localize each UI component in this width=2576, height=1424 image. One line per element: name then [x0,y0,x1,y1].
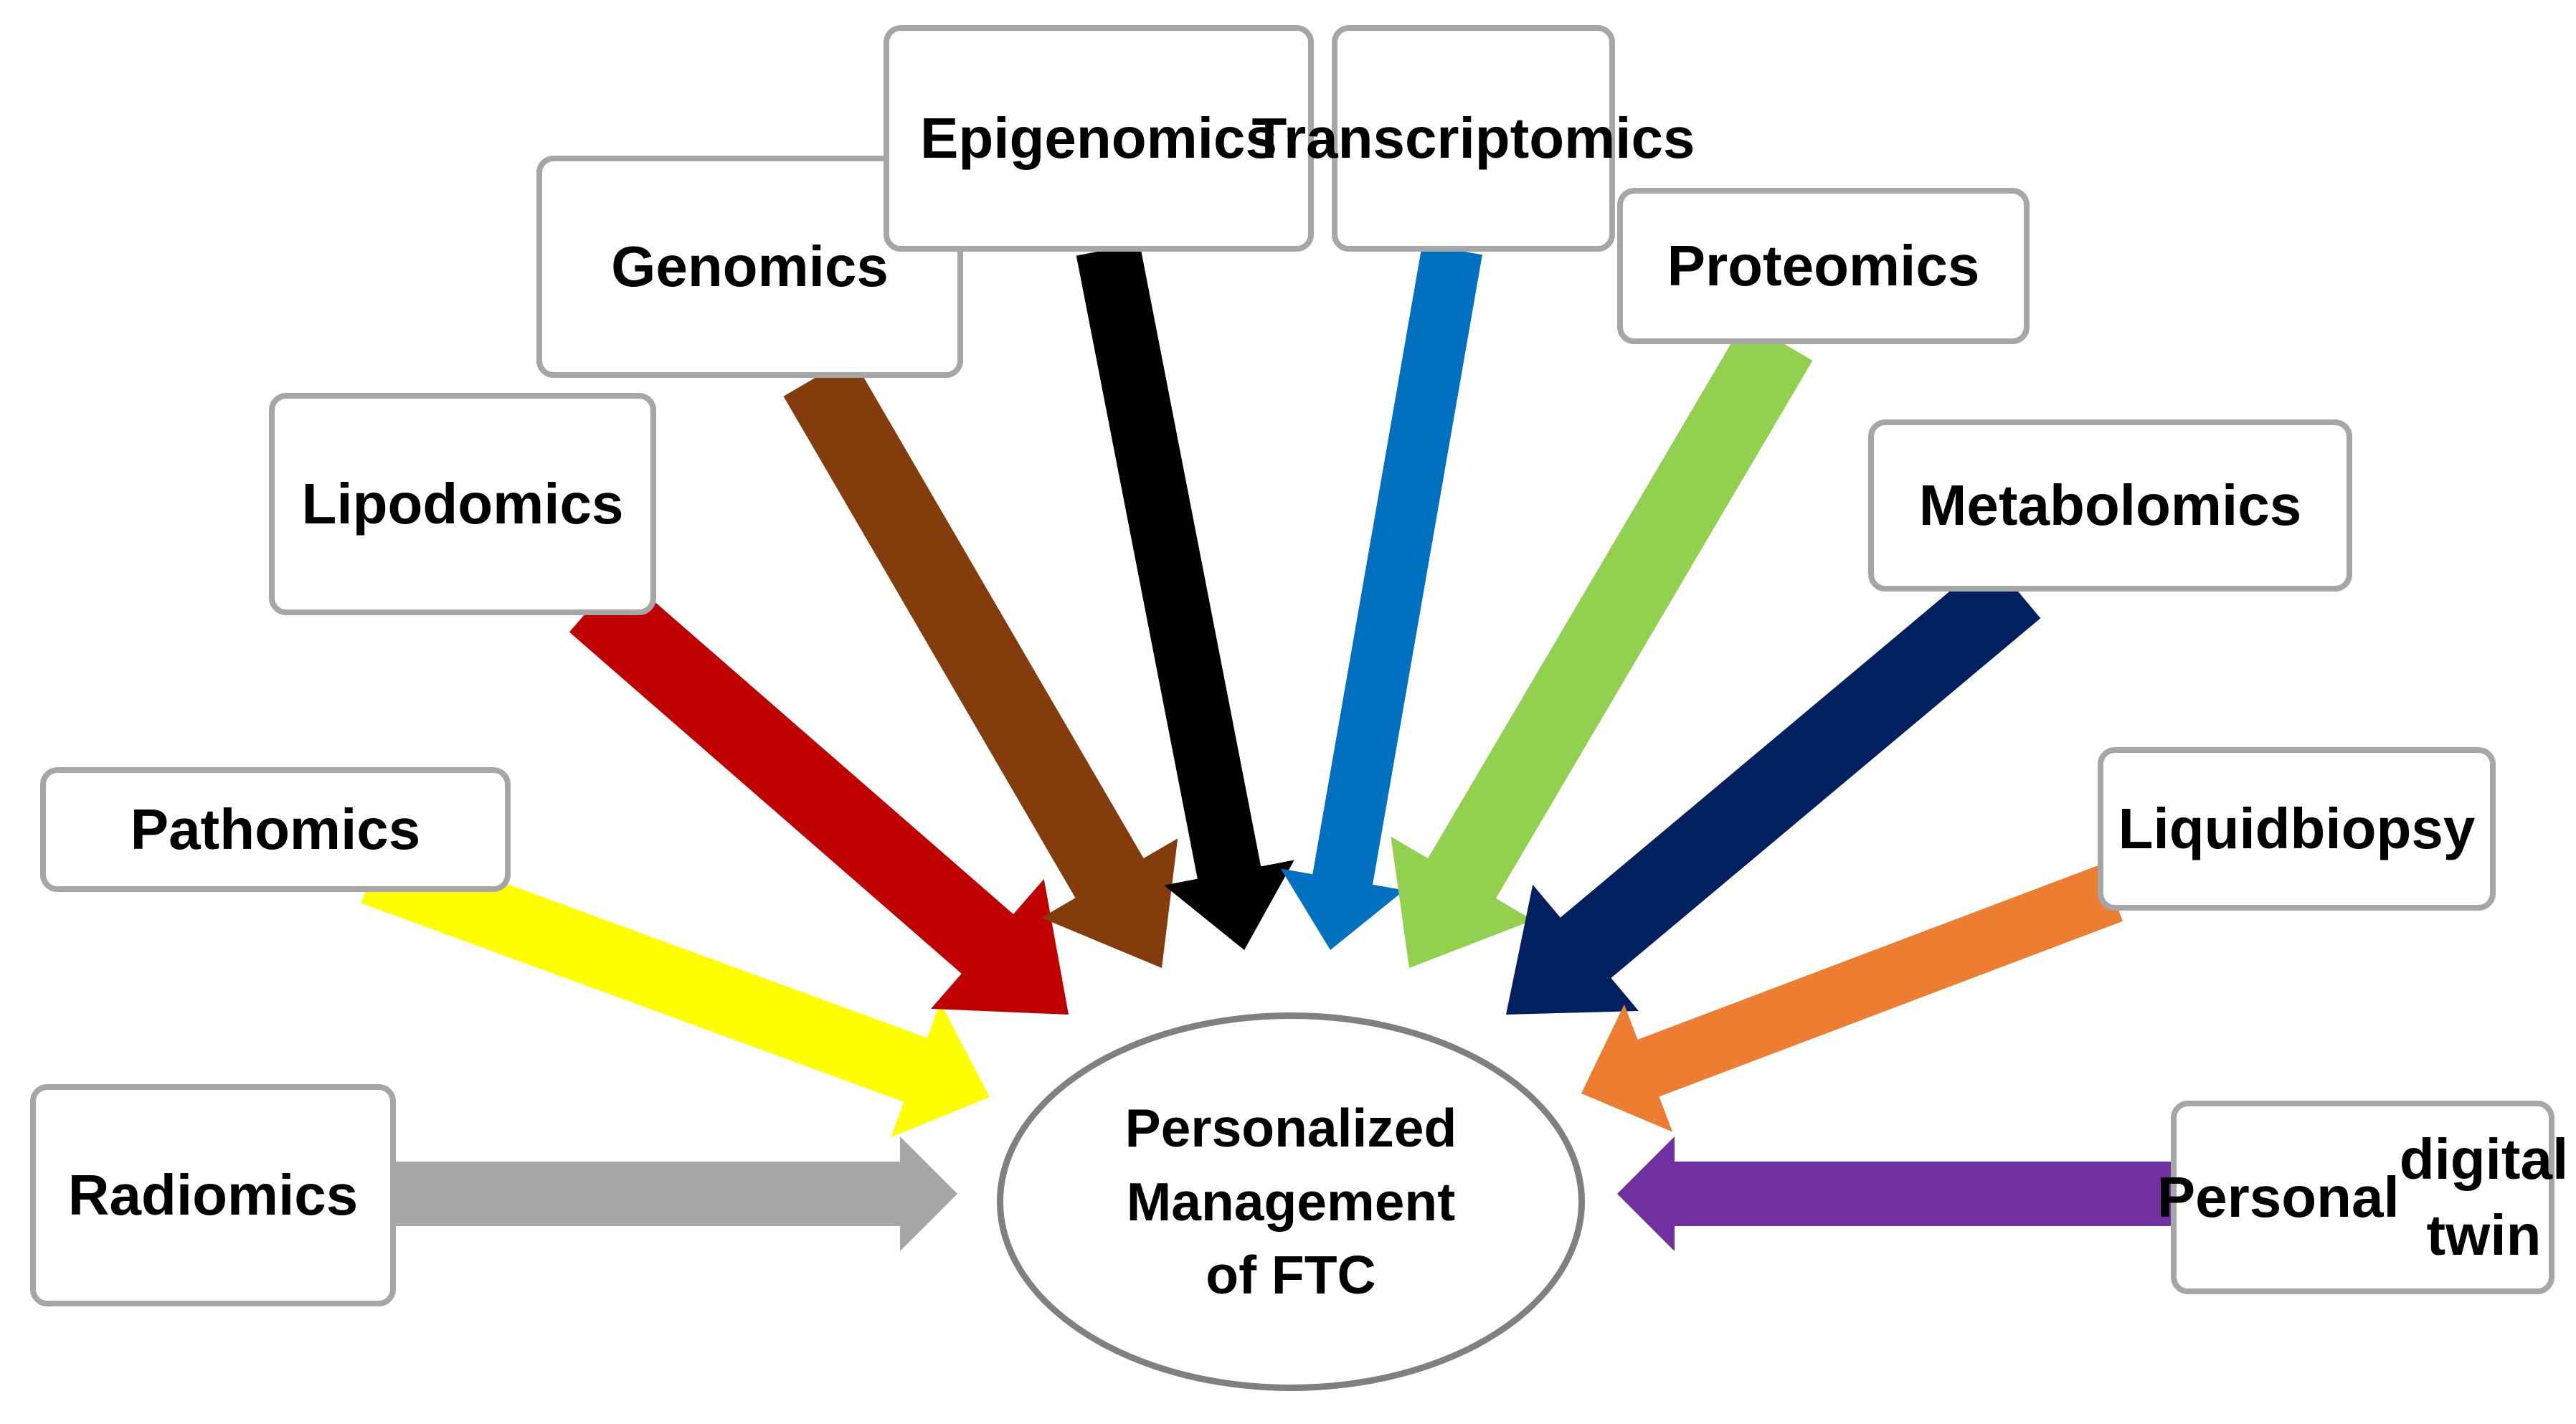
node-lipodomics: Lipodomics [269,393,656,615]
arrow-epigenomics [1076,243,1294,950]
node-transcriptomics: Transcri ptomics [1252,25,1695,252]
center-ellipse: Personalized Management of FTC [997,1012,1585,1391]
arrow-proteomics [1391,321,1813,969]
node-label: Pathomics [130,797,421,862]
node-label: Lipodomics [301,472,624,536]
node-personal-digital-twin: Personal digital twin [2157,1101,2568,1294]
arrow-lipodomics [569,572,1069,1015]
center-label: Personalized Management of FTC [1125,1091,1457,1312]
arrow-metabolomics [1506,557,2041,1015]
arrow-liquid-biopsy [1581,864,2123,1132]
node-label: Transcri [1251,106,1475,171]
node-label: Liquid [2118,797,2291,861]
node-label: Epigenomics [920,106,1277,171]
node-label: Radiomics [67,1163,359,1228]
arrow-transcriptomics [1280,244,1482,950]
node-radiomics: Radiomics [30,1084,396,1306]
arrow-radiomics [380,1136,957,1251]
node-proteomics: Proteomics [1617,188,2030,344]
node-metabolomics: Metabolomics [1868,419,2352,592]
node-label: Personal [2156,1165,2400,1230]
node-pathomics: Pathomics [40,767,511,892]
center-label-line: Management [1126,1171,1456,1232]
arrow-personal-digital-twin [1617,1136,2173,1251]
node-label: Proteomics [1667,234,1980,298]
node-label: Metabolomics [1918,473,2302,538]
node-label: Genomics [611,234,889,299]
node-epigenomics: Epigenomics [884,25,1314,252]
node-label: ptomics [1474,106,1695,171]
arrow-genomics [783,356,1178,968]
node-liquid-biopsy: Liquid biopsy [2098,747,2496,911]
center-label-line: Personalized [1124,1097,1457,1158]
arrow-pathomics [361,839,990,1138]
center-label-line: of FTC [1206,1245,1376,1306]
node-label: biopsy [2290,797,2476,861]
node-label: digital twin [2399,1127,2569,1267]
